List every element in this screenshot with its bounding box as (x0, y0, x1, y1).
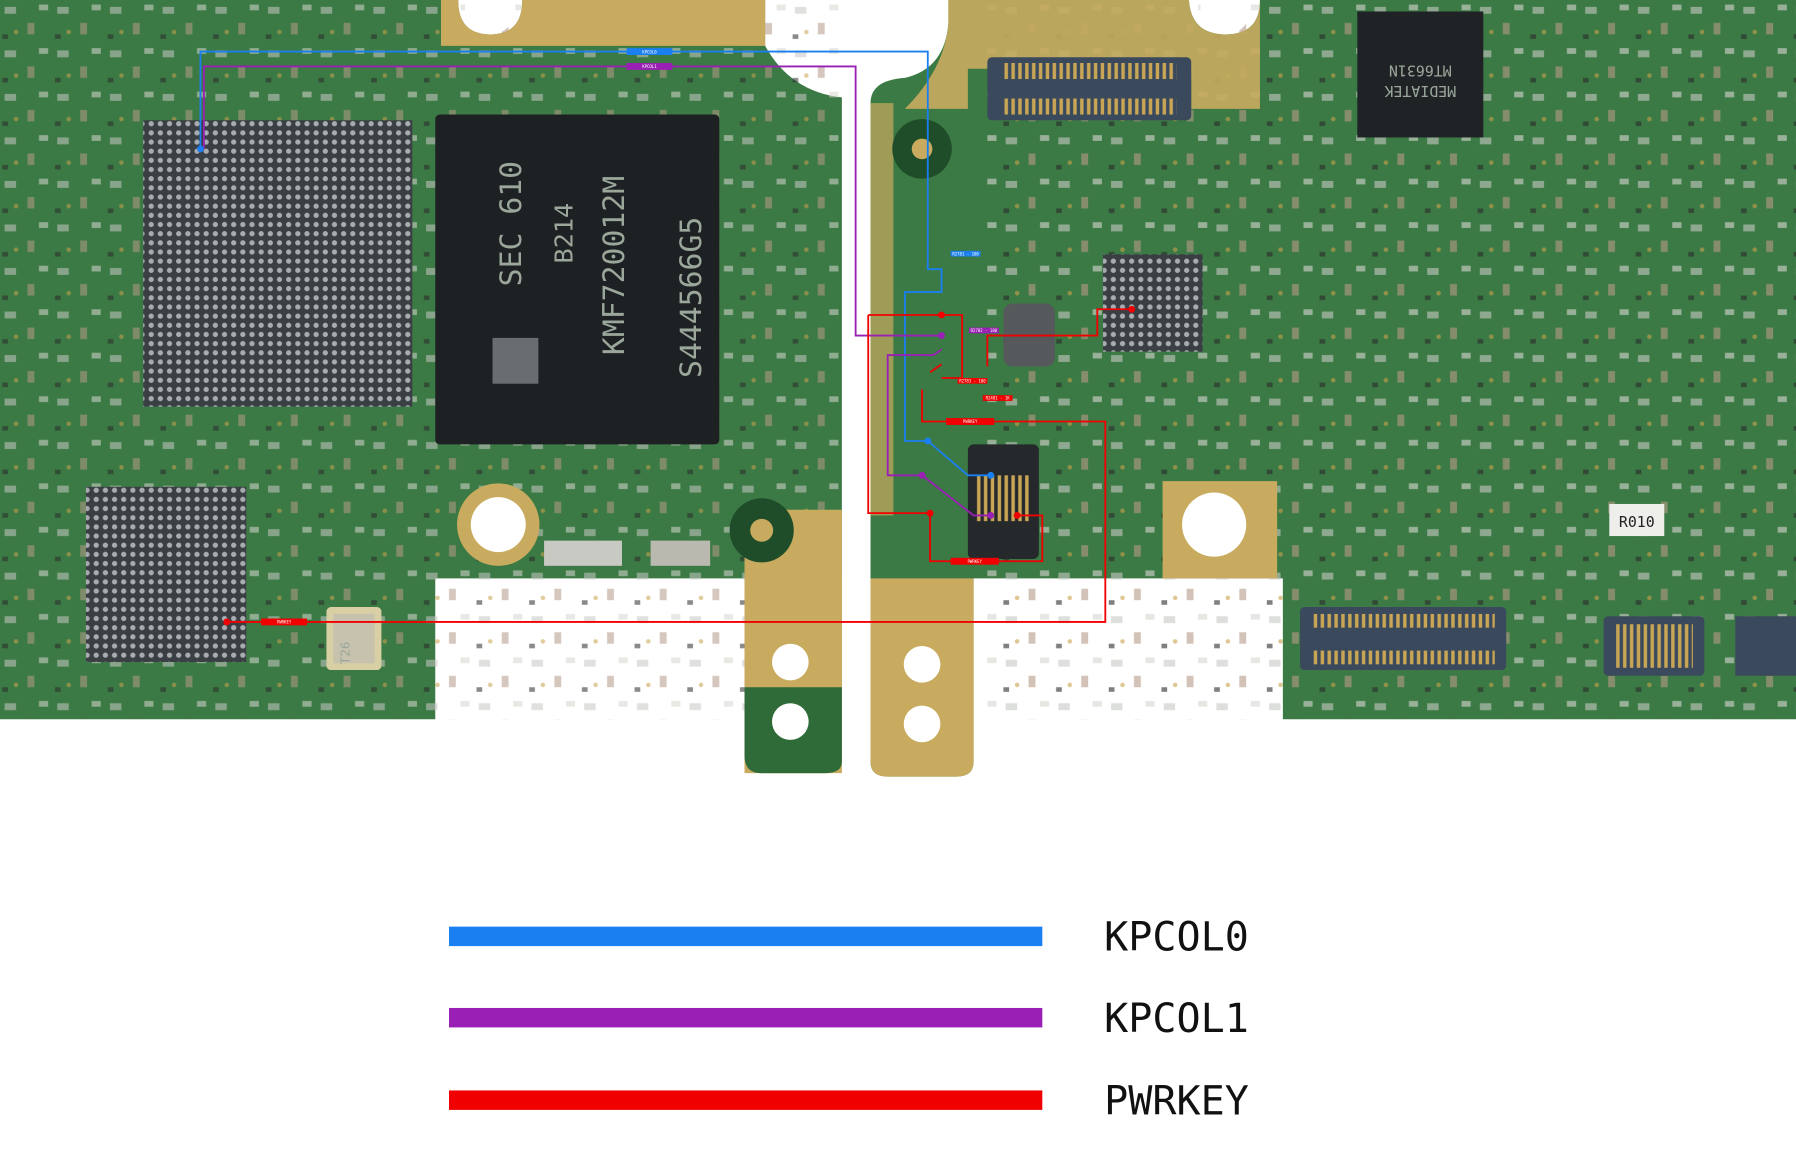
kpcol1-trace (202, 65, 991, 517)
mount-hole (1182, 492, 1247, 557)
emmc-marking: B214 (550, 203, 579, 264)
mount-hole (903, 646, 941, 683)
kpcol0-trace (199, 50, 991, 477)
soc-bga (143, 120, 413, 407)
net-tag: PWRKEY (963, 419, 978, 424)
net-tag: R2782 - 100 (971, 328, 998, 333)
legend-label-kpcol1: KPCOL1 (1104, 996, 1249, 1042)
net-tag: R2783 - 100 (959, 379, 986, 384)
r010-resistor: R010 (1609, 503, 1665, 537)
mount-hole (772, 703, 809, 740)
net-tag: KPCOL1 (642, 64, 657, 69)
small-bga (1103, 254, 1203, 352)
pmic-bga (85, 486, 247, 663)
bottom-connector (1300, 607, 1507, 671)
legend-swatch-kpcol0 (449, 926, 1043, 947)
legend-swatch-kpcol1 (449, 1007, 1043, 1028)
crystal-marking: T26 (337, 642, 352, 665)
net-tag: R2781 - 100 (952, 251, 979, 256)
legend-swatch-pwrkey (449, 1090, 1043, 1110)
net-tag: KPCOL0 (642, 49, 657, 54)
legend: KPCOL0 KPCOL1 PWRKEY (449, 915, 1249, 1124)
r010-label: R010 (1619, 513, 1655, 531)
emmc-marking: SEC 610 (494, 161, 529, 286)
board-connector (987, 57, 1192, 121)
pwrkey-trace (226, 308, 1132, 623)
mount-hole (772, 643, 809, 681)
net-tag: R2481 - 1K (986, 396, 1011, 401)
legend-label-kpcol0: KPCOL0 (1104, 915, 1249, 961)
button-connector (967, 444, 1039, 559)
emmc-marking: KMF720012M (597, 176, 632, 355)
net-tag: PWRKEY (968, 559, 983, 564)
emmc-chip: SEC 610 B214 KMF720012M S444566G5 (435, 114, 720, 445)
net-tag: PWRKEY (277, 620, 292, 625)
mtk-marking: MT6631N (1389, 61, 1452, 79)
emmc-marking: S444566G5 (674, 217, 709, 378)
mtk-marking: MEDIATEK (1384, 82, 1456, 100)
legend-label-pwrkey: PWRKEY (1104, 1078, 1249, 1124)
mount-hole (903, 705, 941, 743)
crystal: T26 (326, 607, 382, 671)
mediatek-chip: MEDIATEK MT6631N (1357, 11, 1484, 138)
